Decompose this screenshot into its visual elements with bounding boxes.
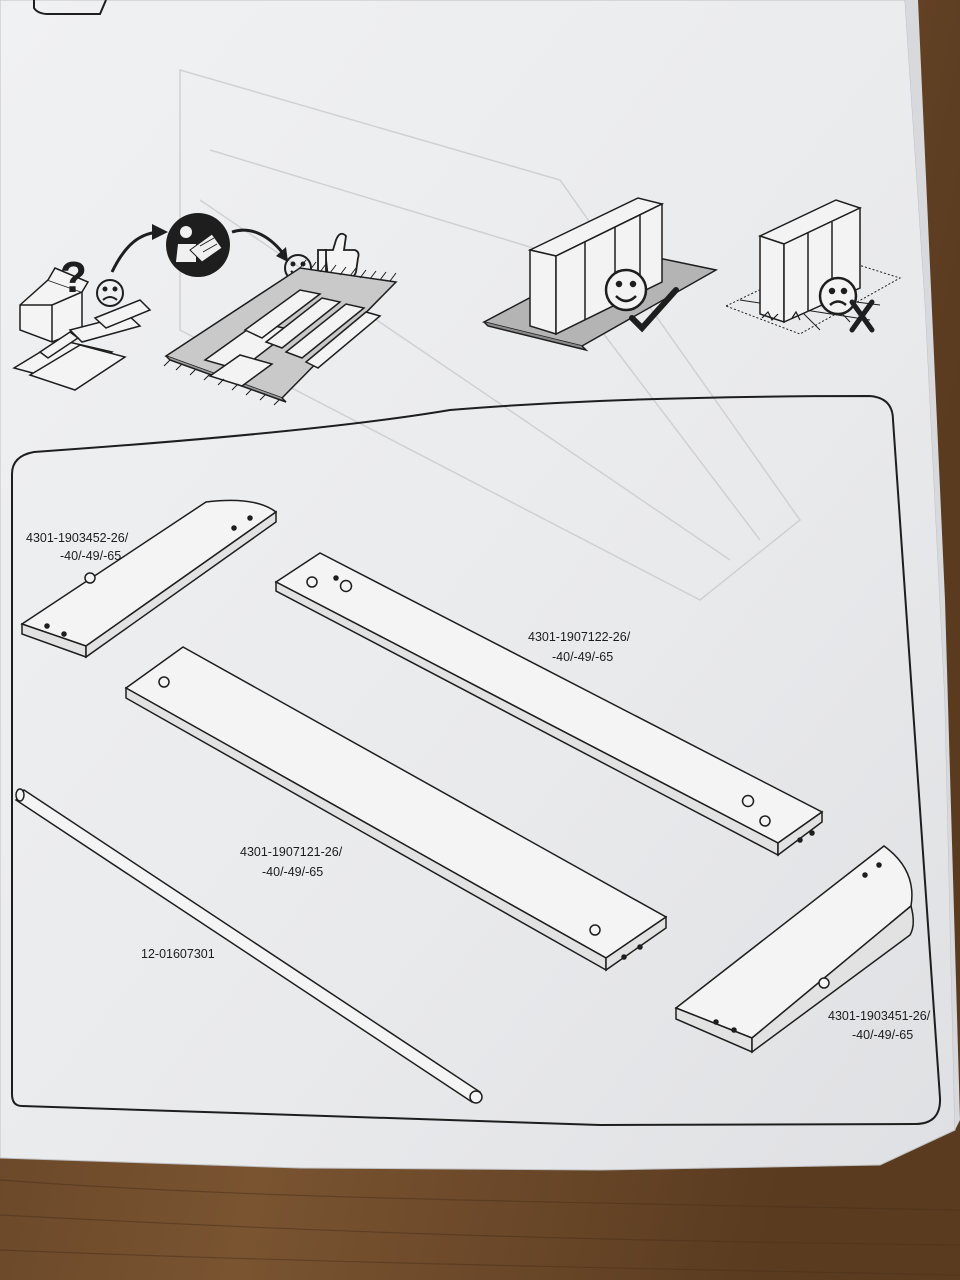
arrow-head-1 [152,224,168,240]
rod [14,788,483,1104]
arrow-2 [231,228,284,253]
page-edge [905,0,960,1130]
sad-face-icon [96,279,124,307]
part-code-end-board-right-2: -40/-49/-65 [852,1028,913,1042]
long-board-top [274,552,824,857]
cross-mark-icon [849,299,875,333]
sad-face-icon [818,276,858,316]
rug-fringe [163,259,397,406]
part-code-end-board-left-1: 4301-1903452-26/ [26,531,129,545]
part-code-end-board-right-1: 4301-1903451-26/ [828,1009,931,1023]
part-code-rod: 12-01607301 [141,947,215,961]
check-mark-icon [629,287,679,333]
damage-scratch [761,310,801,322]
read-manual-icon [166,213,230,277]
end-board-left [20,499,278,659]
corner-tab [33,0,107,15]
part-code-long-board-middle-1: 4301-1907121-26/ [240,845,343,859]
part-code-long-board-middle-2: -40/-49/-65 [262,865,323,879]
arrow-head-2 [276,247,288,262]
question-mark-icon: ? [60,253,87,302]
wood-grain [0,1179,960,1276]
long-board-middle [124,646,668,972]
part-code-long-board-top-2: -40/-49/-65 [552,650,613,664]
parts-panel-frame [11,394,942,1127]
shelf-on-rug-good [481,197,719,352]
organized-parts-on-rug [164,267,398,403]
end-board-right [674,845,914,1054]
happy-face-icon [604,268,648,312]
part-code-end-board-left-2: -40/-49/-65 [60,549,121,563]
part-code-long-board-top-1: 4301-1907122-26/ [528,630,631,644]
messy-parts-pile [12,267,152,391]
